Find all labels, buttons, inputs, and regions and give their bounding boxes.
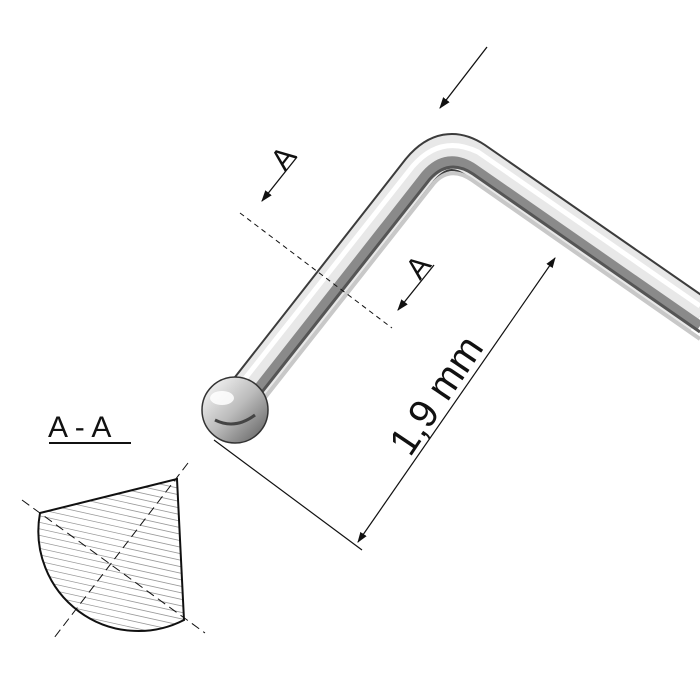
hatch-line [38, 479, 185, 513]
hatch-line [38, 485, 185, 526]
section-title: A - A [48, 411, 111, 444]
hatch-line [38, 569, 185, 611]
hatch-line [38, 530, 185, 572]
hatch-line [38, 479, 185, 481]
hatch-line [38, 517, 185, 559]
hatch-line [38, 511, 185, 552]
hatch-line [38, 582, 185, 624]
hatch-line [38, 556, 185, 598]
hatch-line [38, 602, 185, 632]
centerline-1 [21, 499, 206, 634]
hatch-line [38, 537, 185, 578]
hatch-line [38, 550, 185, 591]
hatch-line [38, 563, 185, 604]
hatch-line [38, 524, 185, 565]
hatch-line [38, 479, 185, 507]
hatch-line [38, 479, 185, 520]
dimension-line [357, 257, 556, 543]
cross-section [21, 462, 206, 639]
extension-line [213, 439, 363, 551]
hatch-line [38, 479, 185, 494]
section-arrow-1 [261, 156, 298, 202]
hatch-line [38, 576, 185, 617]
hatch-line [38, 595, 185, 632]
section-cut-line [239, 212, 393, 329]
section-marker-1: A [265, 140, 303, 176]
hatch-pattern [38, 479, 185, 632]
dimension-label: 1,9 mm [381, 328, 492, 463]
probe-ball [201, 376, 269, 444]
view-arrow [439, 46, 488, 109]
hatch-line [38, 504, 185, 546]
hatch-line [38, 608, 185, 632]
probe-stylus [221, 133, 700, 417]
centerline-2 [53, 462, 189, 639]
hatch-line [38, 543, 185, 585]
section-marker-2: A [400, 249, 438, 285]
hatch-line [38, 615, 185, 632]
